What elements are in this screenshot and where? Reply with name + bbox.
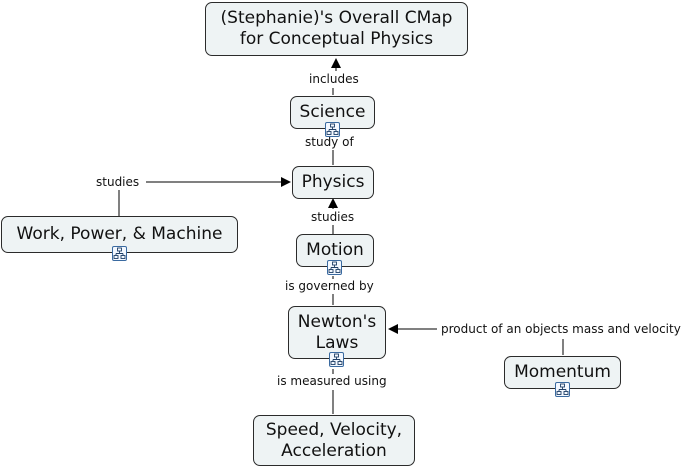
concept-speed-velocity-acceleration[interactable]: Speed, Velocity, Acceleration <box>253 415 415 466</box>
link-studies-work: studies <box>94 175 142 189</box>
link-studies-motion: studies <box>309 210 357 224</box>
link-includes: includes <box>307 72 361 86</box>
concept-physics[interactable]: Physics <box>292 166 374 199</box>
link-is-governed-by: is governed by <box>283 279 376 293</box>
concept-momentum[interactable]: Momentum <box>504 356 621 389</box>
submap-icon[interactable] <box>327 260 342 275</box>
submap-icon[interactable] <box>555 382 570 397</box>
submap-icon[interactable] <box>112 246 127 261</box>
concept-overall-cmap[interactable]: (Stephanie)'s Overall CMap for Conceptua… <box>205 2 468 56</box>
link-study-of: study of <box>303 135 356 149</box>
submap-icon[interactable] <box>329 352 344 367</box>
concept-motion[interactable]: Motion <box>296 234 374 267</box>
submap-icon[interactable] <box>325 122 340 137</box>
concept-newtons-laws[interactable]: Newton's Laws <box>288 306 386 359</box>
link-product-mass-velocity: product of an objects mass and velocity <box>439 322 683 336</box>
link-is-measured-using: is measured using <box>275 374 389 388</box>
